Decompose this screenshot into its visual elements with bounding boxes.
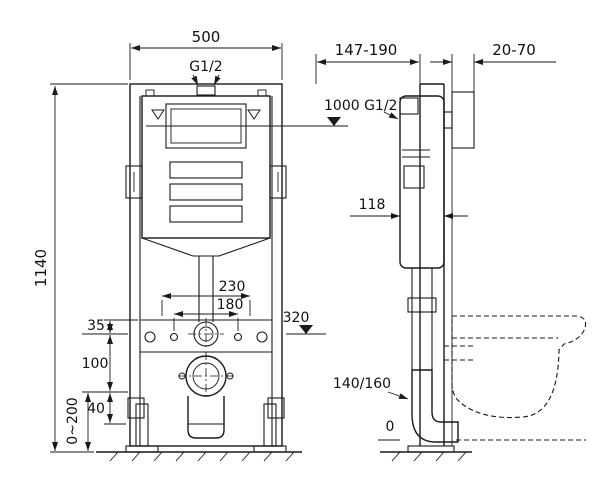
floor-zero-label: 0	[386, 419, 395, 435]
level-mark-right	[247, 109, 261, 120]
leg-right	[263, 403, 277, 447]
side-dimensions: 147-190 20-70 118 140/160 0	[315, 41, 586, 441]
drain-elbow	[411, 369, 459, 443]
adjustable-wall-bracket	[451, 91, 475, 149]
leg-left	[135, 403, 149, 447]
level-mark-left	[151, 109, 165, 120]
dim-height-label: 1140	[32, 249, 50, 287]
frame-outer	[129, 83, 283, 447]
side-view	[380, 54, 587, 462]
wall-bracket-right	[269, 165, 287, 199]
dim-35-label: 35	[87, 318, 105, 334]
top-inlet-fitting	[196, 85, 216, 96]
dim-40-label: 40	[87, 401, 105, 417]
foot-right	[253, 445, 287, 453]
tank-depth-label: 118	[359, 197, 386, 213]
flush-valve	[403, 165, 425, 189]
front-view	[96, 83, 302, 462]
leg-adjustment-label: 0~200	[65, 397, 81, 444]
cistern	[141, 89, 271, 257]
toilet-bowl-outline	[451, 315, 587, 419]
dim-spacing-outer-label: 230	[219, 279, 246, 295]
drain-bend	[187, 396, 225, 439]
front-dimensions: 500 G1/2 1140 230 180 320 35 100 40	[32, 28, 399, 453]
foot-left	[125, 445, 159, 453]
inlet-flange	[188, 318, 224, 350]
bracket-depth-label: 20-70	[492, 41, 536, 59]
ground-hatch-side	[391, 451, 467, 462]
install-depth-label: 147-190	[335, 41, 398, 59]
drain-flange	[178, 352, 234, 400]
side-foot	[407, 445, 455, 453]
side-inlet-fitting	[399, 97, 419, 115]
dim-spacing-inner-label: 180	[217, 297, 244, 313]
side-cistern	[399, 95, 445, 269]
flush-slots	[169, 161, 243, 223]
level-triangle-320	[299, 325, 313, 334]
outlet-size-label: 140/160	[333, 376, 391, 392]
wall-bracket-left	[125, 165, 143, 199]
level-triangle-1000	[327, 117, 341, 126]
dim-inlet-height-label: 320	[283, 310, 310, 326]
ground-hatch-front	[109, 451, 295, 462]
supply-height-label: 1000 G1/2	[324, 98, 397, 114]
dim-100-label: 100	[82, 356, 109, 372]
dim-width-label: 500	[192, 28, 221, 46]
top-thread-label: G1/2	[189, 59, 222, 75]
